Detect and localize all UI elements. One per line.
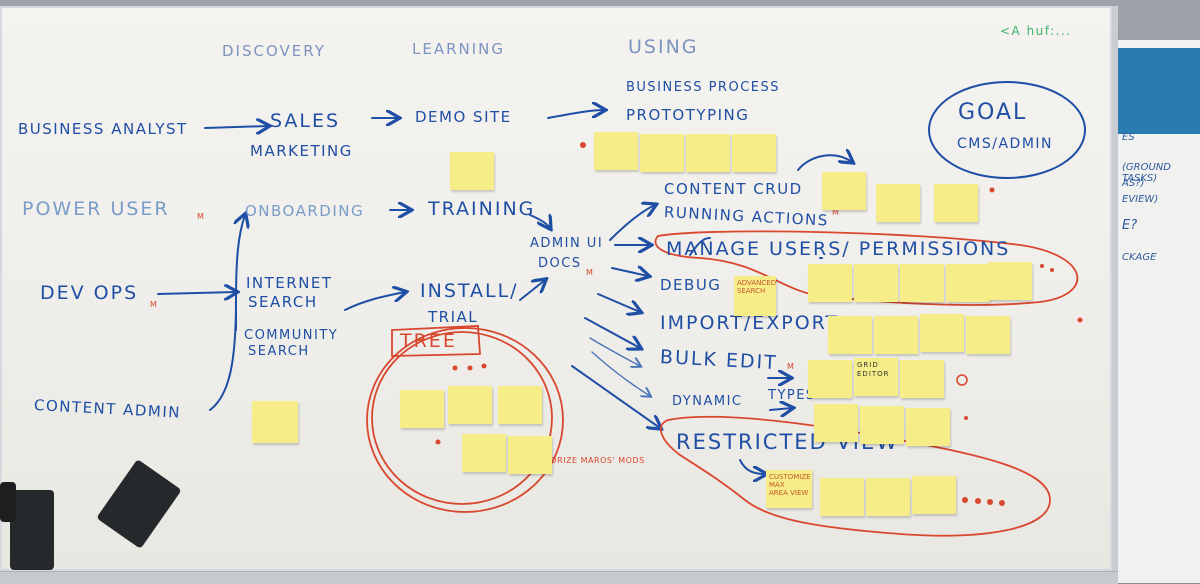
m-mark: M	[832, 208, 841, 217]
m-mark: M	[197, 212, 206, 221]
sticky-note	[946, 264, 990, 302]
sticky-note	[828, 316, 872, 354]
right-board-text: ES	[1122, 132, 1135, 143]
sticky-note	[814, 404, 858, 442]
sticky-note	[866, 478, 910, 516]
using-manage-users: MANAGE USERS/ PERMISSIONS	[666, 238, 1011, 260]
learning-install: INSTALL/	[420, 280, 519, 302]
persona-business-analyst: BUSINESS ANALYST	[18, 120, 188, 138]
sticky-note	[966, 316, 1010, 354]
discovery-marketing: MARKETING	[250, 142, 353, 160]
sticky-note	[640, 134, 684, 172]
sticky-note	[450, 152, 494, 190]
tree-label: TREE	[400, 330, 457, 352]
discovery-onboarding: ONBOARDING	[245, 202, 365, 220]
discovery-community-search: SEARCH	[248, 344, 310, 359]
discovery-community: COMMUNITY	[244, 328, 339, 343]
learning-training: TRAINING	[428, 198, 536, 220]
sticky-note	[920, 314, 964, 352]
learning-docs: DOCS	[538, 256, 582, 271]
using-types: TYPES	[768, 388, 816, 403]
persona-dev-ops: DEV OPS	[40, 282, 139, 304]
using-import-export: IMPORT/EXPORT	[660, 312, 840, 334]
sticky-note	[400, 390, 444, 428]
learning-admin-ui: ADMIN UI	[530, 236, 604, 251]
sticky-note	[988, 262, 1032, 300]
memorize-note: MEMORIZE MAROS' MODS	[530, 456, 645, 465]
eraser	[0, 482, 16, 522]
sticky-note	[820, 478, 864, 516]
blue-panel	[1118, 48, 1200, 134]
eraser	[10, 490, 54, 570]
sticky-note	[854, 264, 898, 302]
marker-tray	[0, 571, 1118, 584]
right-board-text: (GROUND TASKS)	[1122, 162, 1171, 184]
right-board-text: E?	[1122, 218, 1138, 233]
sticky-note	[876, 184, 920, 222]
corner-note: <A huf:...	[1000, 24, 1072, 38]
header-using: USING	[628, 36, 699, 58]
learning-trial: TRIAL	[428, 308, 479, 326]
m-mark: M	[150, 300, 159, 309]
learning-demo-site: DEMO SITE	[415, 108, 512, 126]
sticky-note	[732, 134, 776, 172]
header-discovery: DISCOVERY	[222, 42, 326, 60]
persona-power-user: POWER USER	[22, 198, 170, 220]
goal-title: GOAL	[958, 100, 1028, 125]
sticky-note	[808, 264, 852, 302]
goal-subtitle: CMS/ADMIN	[957, 136, 1053, 152]
sticky-note	[860, 406, 904, 444]
sticky-note	[594, 132, 638, 170]
sticky-note	[448, 386, 492, 424]
sticky-note	[498, 386, 542, 424]
sticky-note	[508, 436, 552, 474]
sticky-note	[822, 172, 866, 210]
using-dynamic: DYNAMIC	[672, 394, 743, 409]
using-business-process: BUSINESS PROCESS	[626, 80, 780, 95]
sticky-note	[934, 184, 978, 222]
m-mark: M	[787, 362, 796, 371]
m-mark: M	[586, 268, 595, 277]
sticky-note	[808, 360, 852, 398]
sticky-note	[874, 316, 918, 354]
adjacent-whiteboard: ES (GROUND TASKS) AS?) EVIEW) E? CKAGE	[1118, 40, 1200, 583]
sticky-note	[462, 434, 506, 472]
sticky-note	[900, 264, 944, 302]
sticky-note	[686, 134, 730, 172]
sticky-note	[900, 360, 944, 398]
discovery-sales: SALES	[270, 110, 341, 132]
discovery-internet-search: SEARCH	[248, 293, 318, 311]
using-prototyping: PROTOTYPING	[626, 106, 750, 124]
discovery-internet: INTERNET	[246, 274, 333, 292]
sticky-note	[906, 408, 950, 446]
right-board-text: AS?)	[1122, 178, 1145, 189]
right-board-text: CKAGE	[1122, 252, 1157, 263]
header-learning: LEARNING	[412, 40, 506, 58]
sticky-note	[252, 401, 298, 443]
sticky-note	[912, 476, 956, 514]
using-debug: DEBUG	[660, 276, 722, 294]
using-content-crud: CONTENT CRUD	[664, 180, 803, 198]
right-board-text: EVIEW)	[1122, 194, 1159, 205]
